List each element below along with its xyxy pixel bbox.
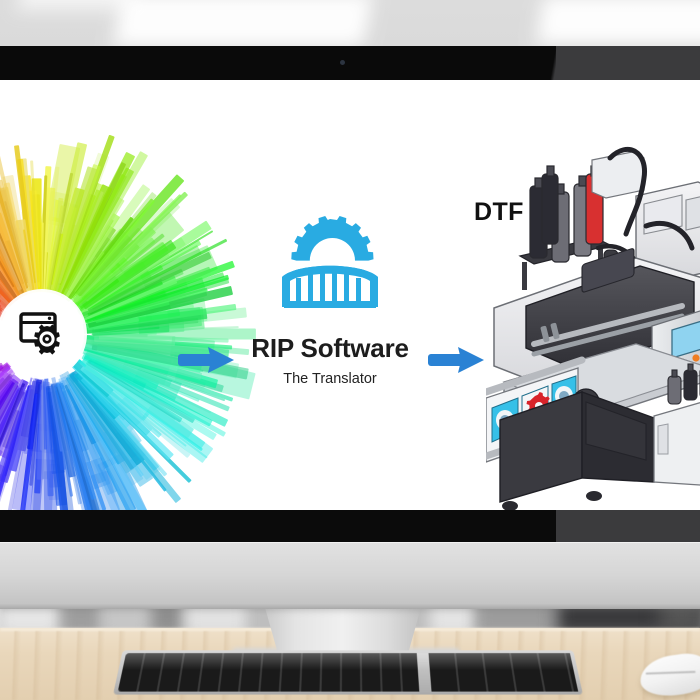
rip-software-step: RIP Software The Translator: [248, 205, 412, 387]
monitor-bezel-bottom-right: [556, 510, 700, 542]
flow-arrow-2: [428, 345, 488, 375]
color-spectrum-burst: [0, 174, 202, 494]
arrow-head: [458, 347, 484, 373]
monitor-screen[interactable]: RIP Software The Translator DTF: [0, 80, 700, 510]
rip-software-subtitle: The Translator: [248, 372, 412, 387]
rip-software-title: RIP Software: [248, 335, 412, 361]
dtf-printer-icon: [486, 130, 700, 510]
flow-arrow-1: [178, 345, 238, 375]
keyboard-highlight: [122, 653, 573, 670]
monitor-chin: [0, 541, 700, 609]
mouse-seam: [646, 671, 696, 675]
ceiling-light: [113, 0, 372, 46]
keyboard[interactable]: [113, 650, 583, 694]
monitor-stand: [258, 607, 428, 655]
webcam-icon: [340, 60, 345, 65]
arrow-head: [208, 347, 234, 373]
gear-bridge-icon: [248, 205, 412, 317]
ceiling-light: [17, 0, 143, 10]
monitor-bezel-top-right: [556, 46, 700, 80]
design-file-settings-icon: [0, 292, 84, 376]
ceiling-light: [537, 0, 700, 44]
